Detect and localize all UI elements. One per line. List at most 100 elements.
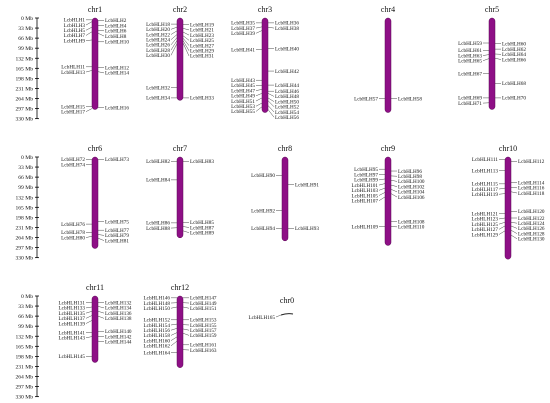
gene-label: LcbHLH131 (58, 301, 85, 307)
gene-label: LcbHLH65 (458, 59, 482, 65)
gene-label: LcbHLH1 (64, 18, 86, 24)
gene-connector (494, 58, 502, 60)
gene-label: LcbHLH43 (231, 78, 255, 84)
gene-connector (170, 323, 178, 326)
gene-label: LcbHLH63 (458, 53, 482, 59)
gene-label: LcbHLH144 (105, 340, 132, 346)
gene-label: LcbHLH133 (58, 306, 85, 312)
gene-connector (390, 184, 398, 187)
gene-connector (97, 340, 105, 343)
gene-label: LcbHLH152 (143, 318, 170, 324)
gene-label: LcbHLH118 (518, 191, 545, 197)
gene-label: LcbHLH94 (251, 226, 275, 232)
gene-label: LcbHLH35 (231, 21, 255, 27)
gene-connector (255, 97, 263, 102)
gene-label: LcbHLH87 (190, 225, 214, 231)
gene-label: LcbHLH150 (143, 306, 170, 312)
gene-label: LcbHLH90 (251, 173, 275, 179)
chromosome-body (91, 156, 99, 249)
gene-label: LcbHLH23 (190, 33, 214, 39)
gene-label: LcbHLH163 (190, 348, 217, 354)
gene-connector (390, 193, 398, 198)
gene-label: LcbHLH26 (146, 43, 170, 49)
scale-tick-label: 165 Mb (15, 344, 33, 350)
gene-label: LcbHLH103 (351, 188, 378, 194)
chromosome-title: chr12 (171, 283, 189, 292)
gene-label: LcbHLH134 (105, 306, 132, 312)
chromosome-body (261, 17, 269, 113)
gene-label: LcbHLH157 (190, 328, 217, 334)
gene-connector (170, 332, 178, 336)
scale-tick-label: 33 Mb (18, 304, 33, 310)
chromosome-chr1: chr1LcbHLH1LcbHLH3LcbHLH5LcbHLH7LcbHLH9L… (61, 5, 129, 115)
scale-tick-label: 231 Mb (15, 364, 33, 370)
gene-label: LcbHLH73 (105, 157, 129, 163)
gene-connector (85, 336, 93, 339)
gene-connector (510, 191, 518, 194)
gene-label: LcbHLH47 (231, 88, 255, 94)
scale-tick-label: 330 Mb (15, 395, 33, 401)
scale-tick-label: 231 Mb (15, 86, 33, 92)
gene-label: LcbHLH69 (458, 96, 482, 102)
gene-label: LcbHLH78 (61, 230, 85, 236)
gene-connector (182, 40, 190, 51)
scale-tick-label: 66 Mb (18, 36, 33, 42)
gene-label: LcbHLH101 (351, 183, 378, 189)
gene-label: LcbHLH27 (190, 43, 214, 49)
chromosome-chr11: chr11LcbHLH131LcbHLH133LcbHLH135LcbHLH13… (58, 283, 132, 363)
gene-connector (85, 26, 93, 31)
gene-label: LcbHLH29 (190, 49, 214, 55)
gene-label: LcbHLH37 (231, 26, 255, 32)
gene-label: LcbHLH139 (58, 321, 85, 327)
gene-connector (267, 93, 275, 97)
gene-label: LcbHLH105 (351, 193, 378, 199)
gene-label: LcbHLH19 (190, 23, 214, 29)
chromosome-title: chr2 (173, 5, 187, 14)
gene-label: LcbHLH125 (471, 222, 498, 228)
scale-tick-label: 0 Mb (21, 155, 33, 161)
gene-label: LcbHLH81 (105, 238, 129, 244)
chromosome-chr8: chr8LcbHLH90LcbHLH92LcbHLH94LcbHLH91LcbH… (251, 144, 319, 242)
gene-label: LcbHLH70 (502, 96, 526, 102)
gene-label: LcbHLH56 (275, 115, 299, 121)
gene-label: LcbHLH91 (295, 182, 319, 188)
gene-label: LcbHLH153 (190, 318, 217, 324)
gene-label: LcbHLH68 (502, 81, 526, 87)
gene-label: LcbHLH88 (146, 226, 170, 232)
chromosome-chr3: chr3LcbHLH35LcbHLH37LcbHLH39LcbHLH41LcbH… (231, 5, 299, 121)
gene-connector (97, 29, 105, 32)
gene-connector (482, 58, 490, 61)
gene-label: LcbHLH86 (146, 221, 170, 227)
gene-label: LcbHLH102 (398, 184, 425, 190)
gene-label: LcbHLH138 (105, 316, 132, 322)
gene-label: LcbHLH77 (105, 228, 129, 234)
gene-connector (170, 328, 178, 331)
gene-label: LcbHLH140 (105, 329, 132, 335)
chromosome-body (488, 17, 496, 110)
scale-tick-label: 99 Mb (18, 46, 33, 52)
scale-tick-label: 33 Mb (18, 26, 33, 32)
gene-connector (255, 89, 263, 91)
gene-label: LcbHLH44 (275, 83, 299, 89)
gene-label: LcbHLH52 (275, 105, 299, 111)
gene-connector (255, 30, 263, 34)
gene-connector (498, 217, 506, 220)
gene-connector (390, 189, 398, 193)
gene-label: LcbHLH15 (61, 104, 85, 110)
unplaced-fragment (280, 313, 294, 316)
gene-label: LcbHLH57 (354, 96, 378, 102)
scale-tick-label: 297 Mb (15, 385, 33, 391)
gene-connector (267, 100, 275, 107)
gene-label: LcbHLH147 (190, 296, 217, 302)
gene-connector (97, 234, 105, 236)
chromosome-title: chr10 (499, 144, 517, 153)
gene-connector (255, 102, 263, 107)
gene-label: LcbHLH123 (471, 217, 498, 223)
gene-label: LcbHLH34 (146, 96, 170, 102)
gene-label: LcbHLH114 (518, 180, 545, 186)
gene-label: LcbHLH120 (518, 209, 545, 215)
gene-label: LcbHLH36 (275, 21, 299, 27)
gene-connector (255, 106, 263, 112)
